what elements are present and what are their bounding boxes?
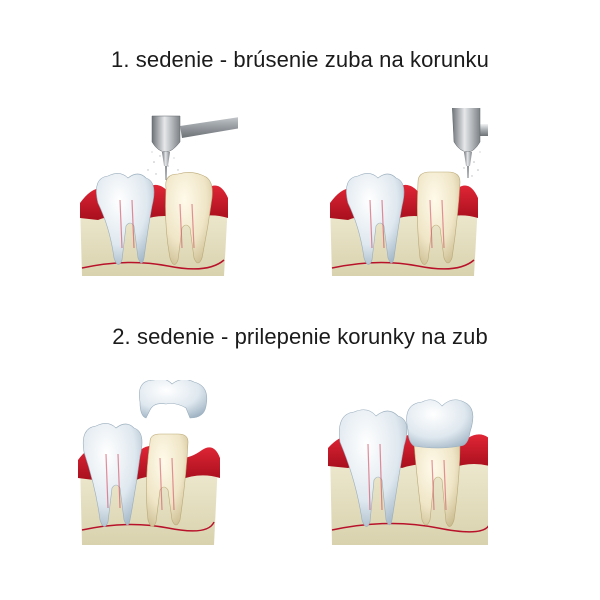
prepared-tooth-icon [146, 433, 189, 527]
crown-icon [139, 380, 208, 419]
prepared-tooth-icon [417, 171, 461, 265]
crown-seated-illustration [328, 399, 488, 545]
tooth-icon [96, 173, 155, 265]
crowned-tooth-icon [406, 399, 474, 527]
grinding-done-illustration [330, 108, 488, 276]
tooth-icon [339, 409, 408, 527]
crown-icon [406, 399, 474, 449]
step-2-title: 2. sedenie - prilepenie korunky na zub [112, 324, 488, 349]
panel-crown-placement [68, 380, 238, 550]
panel-grinding-done [318, 108, 488, 278]
crown-placement-illustration [78, 380, 220, 545]
dental-drill-icon[interactable] [151, 108, 238, 180]
step-1-title: 1. sedenie - brúsenie zuba na korunku [111, 47, 489, 72]
tooth-icon [346, 173, 405, 265]
panel-grinding-start [68, 108, 238, 278]
tooth-icon [82, 423, 143, 527]
panel-crown-seated [318, 380, 488, 550]
grinding-start-illustration [80, 108, 238, 276]
dental-drill-icon[interactable] [452, 108, 488, 178]
prepared-tooth-icon [165, 172, 213, 265]
